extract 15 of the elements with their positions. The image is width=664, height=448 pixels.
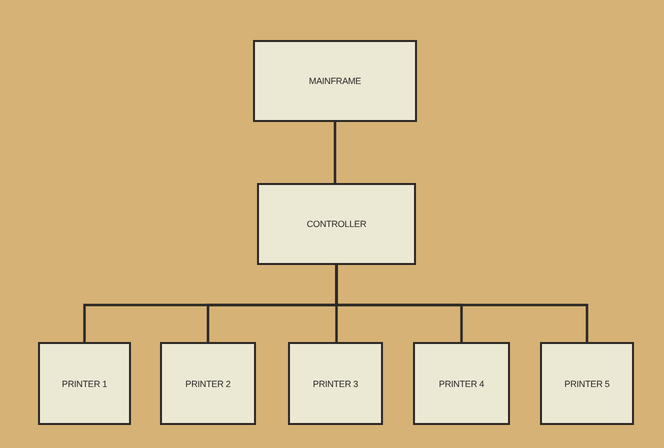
device-label: PRINTER 4	[438, 378, 484, 388]
connector-line	[334, 122, 336, 183]
device-label: PRINTER 2	[185, 378, 231, 388]
device-box	[38, 342, 131, 425]
device-box	[257, 183, 416, 265]
device-label: PRINTER 5	[564, 378, 610, 388]
device-label: PRINTER 1	[62, 378, 108, 388]
device-label: CONTROLLER	[306, 219, 366, 229]
device-box	[413, 342, 510, 425]
device-box	[160, 342, 256, 425]
device-box	[540, 342, 634, 425]
device-box	[253, 40, 417, 122]
device-label: MAINFRAME	[308, 76, 362, 86]
device-box	[288, 342, 383, 425]
device-label: PRINTER 3	[312, 378, 358, 388]
